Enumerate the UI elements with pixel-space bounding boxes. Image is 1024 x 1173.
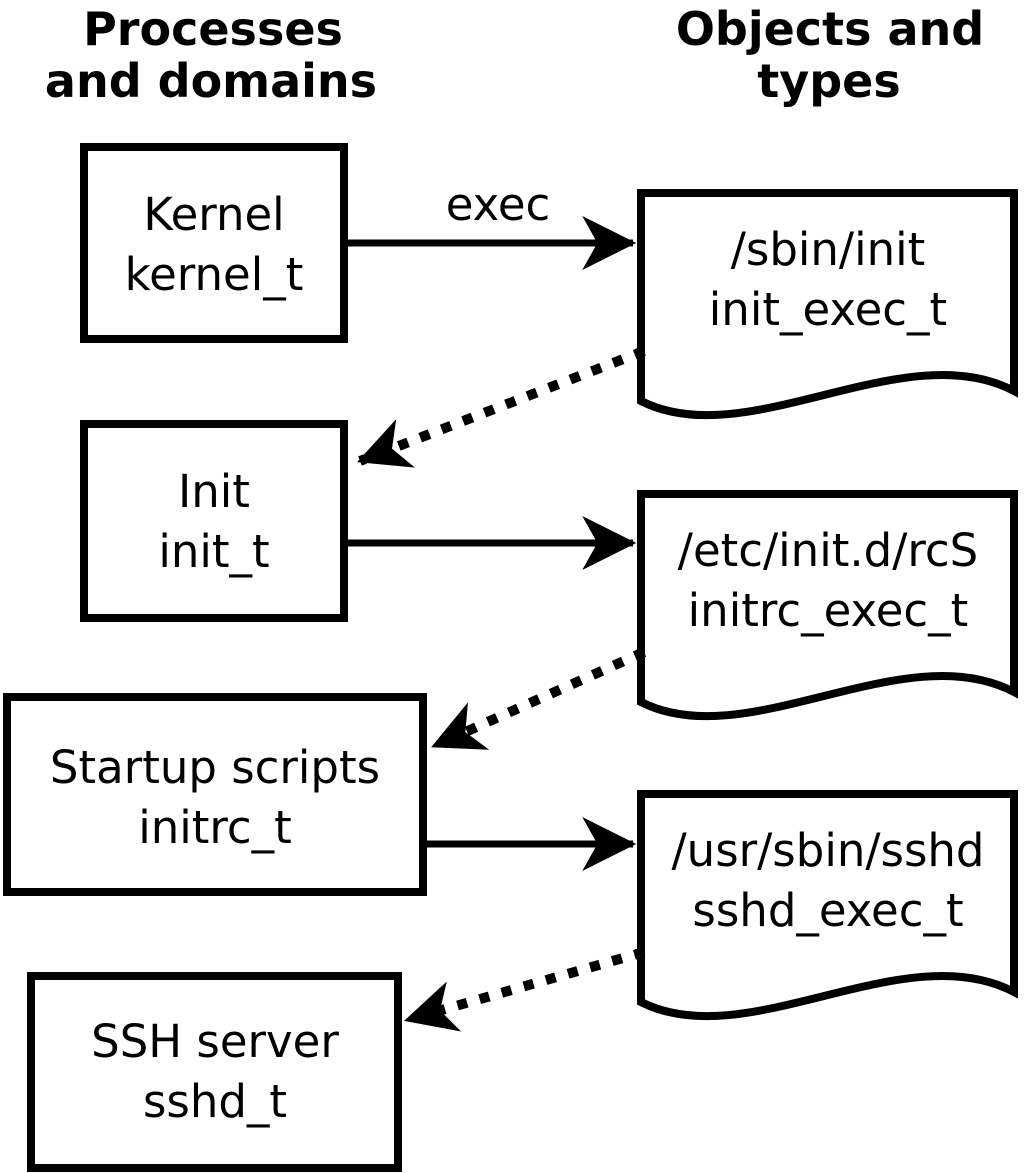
header-processes-line2: and domains bbox=[45, 54, 377, 108]
object-doc-etc-initd-rcs: /etc/init.d/rcS initrc_exec_t bbox=[641, 494, 1014, 716]
object-doc-usr-sbin-sshd: /usr/sbin/sshd sshd_exec_t bbox=[641, 794, 1014, 1016]
process-sshd-domain: sshd_t bbox=[143, 1075, 287, 1128]
object-usr-sbin-sshd-path: /usr/sbin/sshd bbox=[672, 824, 985, 877]
process-kernel-domain: kernel_t bbox=[125, 248, 304, 301]
exec-arrow-label: exec bbox=[446, 178, 551, 231]
process-box-startup-scripts: Startup scripts initrc_t bbox=[3, 693, 427, 896]
header-objects-line2: types bbox=[757, 54, 900, 108]
column-header-objects: Objects and types bbox=[676, 2, 984, 108]
object-sbin-init-type: init_exec_t bbox=[709, 283, 947, 336]
process-init-domain: init_t bbox=[158, 525, 269, 578]
header-objects-line1: Objects and bbox=[676, 2, 984, 56]
column-header-processes: Processes and domains bbox=[45, 2, 377, 108]
process-box-ssh-server: SSH server sshd_t bbox=[27, 972, 402, 1172]
process-box-kernel: Kernel kernel_t bbox=[80, 143, 348, 343]
object-etc-initd-rcs-type: initrc_exec_t bbox=[688, 584, 969, 637]
box-shape bbox=[80, 143, 348, 343]
arrow-usr-sbin-sshd-to-sshd bbox=[404, 947, 646, 1032]
object-usr-sbin-sshd-type: sshd_exec_t bbox=[692, 884, 963, 937]
arrow-sbin-init-to-init bbox=[357, 346, 646, 468]
object-doc-sbin-init: /sbin/init init_exec_t bbox=[641, 193, 1014, 415]
exec-arrows: exec bbox=[347, 178, 637, 871]
process-sshd-name: SSH server bbox=[91, 1015, 339, 1068]
process-init-name: Init bbox=[178, 465, 250, 518]
box-shape bbox=[3, 693, 427, 896]
process-kernel-name: Kernel bbox=[143, 188, 284, 241]
object-etc-initd-rcs-path: /etc/init.d/rcS bbox=[678, 524, 978, 577]
process-box-init: Init init_t bbox=[80, 420, 348, 622]
process-startup-name: Startup scripts bbox=[50, 741, 380, 794]
box-shape bbox=[27, 972, 402, 1172]
arrow-etc-initd-rcs-to-startup bbox=[431, 647, 647, 751]
box-shape bbox=[80, 420, 348, 622]
transition-arrows bbox=[357, 346, 647, 1032]
header-processes-line1: Processes bbox=[83, 2, 343, 56]
process-startup-domain: initrc_t bbox=[138, 801, 292, 854]
object-sbin-init-path: /sbin/init bbox=[731, 223, 926, 276]
